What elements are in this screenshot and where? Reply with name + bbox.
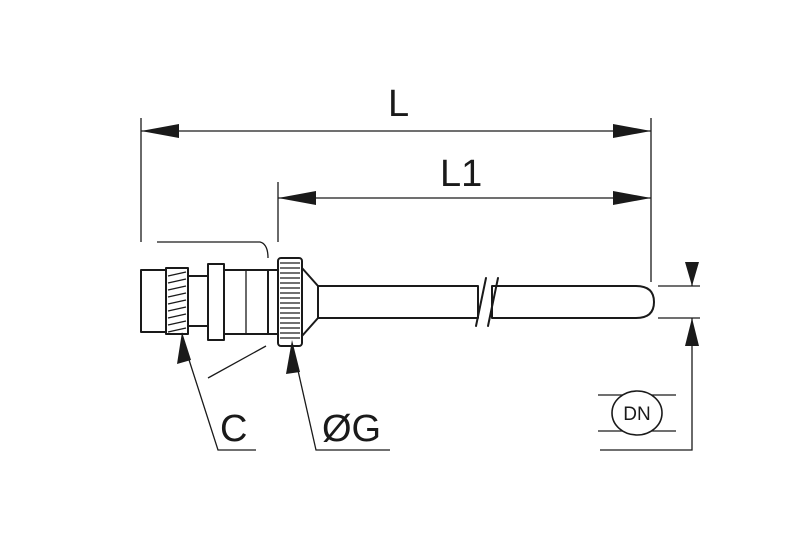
knurl-lines xyxy=(280,262,300,339)
dimension-l: L xyxy=(140,83,652,282)
dimension-l1: L1 xyxy=(277,153,651,242)
dn-leader-line xyxy=(600,318,693,451)
dn-circle xyxy=(611,390,663,436)
dimension-dn: DN xyxy=(598,262,700,451)
arrowhead-right xyxy=(613,124,651,138)
taper xyxy=(301,267,319,337)
arrowhead-l1-left xyxy=(278,191,316,205)
label-l: L xyxy=(388,83,409,125)
label-g: ØG xyxy=(322,408,381,450)
probe-shaft-right xyxy=(491,285,655,319)
leader-arrow-g xyxy=(286,340,300,374)
dn-arrowhead-top xyxy=(685,262,699,286)
label-c: C xyxy=(220,408,247,450)
thread-end-cap xyxy=(140,269,167,333)
collar xyxy=(207,263,225,341)
label-dn: DN xyxy=(623,404,650,425)
probe-shaft-left xyxy=(317,285,479,319)
arrowhead-left xyxy=(141,124,179,138)
arrowhead-l1-right xyxy=(613,191,651,205)
leader-c: C xyxy=(177,332,256,451)
outline-curve-top xyxy=(157,241,269,259)
leader-line-c xyxy=(181,337,256,451)
label-l1: L1 xyxy=(440,153,482,195)
outline-diagonal xyxy=(207,345,267,379)
leader-arrow-c xyxy=(177,332,191,364)
leader-line-g xyxy=(291,343,390,451)
thread-lines xyxy=(167,271,187,333)
dn-arrowhead-bottom xyxy=(685,318,699,346)
break-symbol xyxy=(475,277,499,327)
part-body xyxy=(140,241,655,379)
neck xyxy=(187,275,209,327)
leader-g: ØG xyxy=(286,340,390,451)
hex-step xyxy=(267,269,279,335)
